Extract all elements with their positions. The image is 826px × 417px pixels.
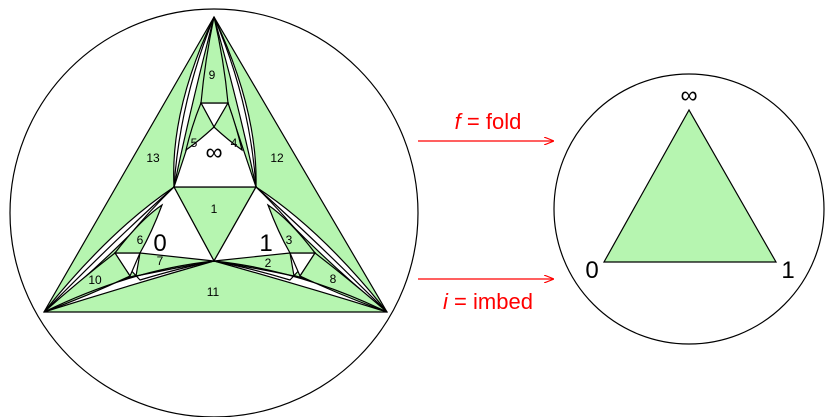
fold-arrow-label: f = fold	[455, 109, 522, 134]
region-label-12: 12	[270, 151, 284, 165]
fold-rest: = fold	[461, 109, 522, 134]
arc-b	[255, 186, 388, 313]
region-label-5: 5	[191, 136, 198, 150]
right-infinity-label: ∞	[680, 82, 697, 109]
left-diagram: 1 2 3 4 5 6 7 8 9 10 11 12 13 0 1 ∞	[9, 8, 419, 417]
region-label-10: 10	[88, 273, 102, 287]
imbed-var: i	[443, 289, 449, 314]
fold-var: f	[455, 109, 464, 134]
region-label-11: 11	[207, 285, 220, 299]
region-4-shape	[213, 101, 243, 152]
right-zero-label: 0	[585, 257, 598, 284]
arc-c	[43, 260, 215, 313]
region-label-7: 7	[157, 254, 164, 268]
region-label-1: 1	[211, 202, 218, 216]
region-6-shape	[113, 203, 164, 254]
arc-a	[43, 186, 175, 313]
left-one-label: 1	[259, 230, 272, 257]
region-label-3: 3	[286, 233, 293, 247]
arc-d	[213, 260, 388, 313]
arc-f	[213, 16, 257, 188]
region-label-4: 4	[231, 136, 238, 150]
imbed-rest: = imbed	[448, 289, 533, 314]
region-8-shape	[299, 252, 388, 313]
right-triangle	[602, 108, 778, 263]
region-label-6: 6	[137, 233, 144, 247]
imbed-arrow-label: i = imbed	[443, 289, 533, 314]
right-one-label: 1	[781, 257, 794, 284]
fold-arrow-group: f = fold	[418, 109, 553, 141]
region-3-shape	[266, 203, 317, 254]
region-label-8: 8	[330, 272, 337, 286]
region-5-shape	[185, 101, 215, 152]
left-infinity-label: ∞	[205, 139, 222, 166]
region-9-shape	[200, 16, 229, 104]
region-label-2: 2	[265, 256, 272, 270]
right-diagram: ∞ 0 1	[553, 73, 825, 345]
imbed-arrow-group: i = imbed	[418, 279, 553, 314]
arc-e	[173, 16, 215, 188]
region-10-shape	[43, 252, 131, 313]
region-label-13: 13	[146, 151, 160, 165]
region-label-9: 9	[209, 68, 216, 82]
left-zero-label: 0	[153, 230, 166, 257]
